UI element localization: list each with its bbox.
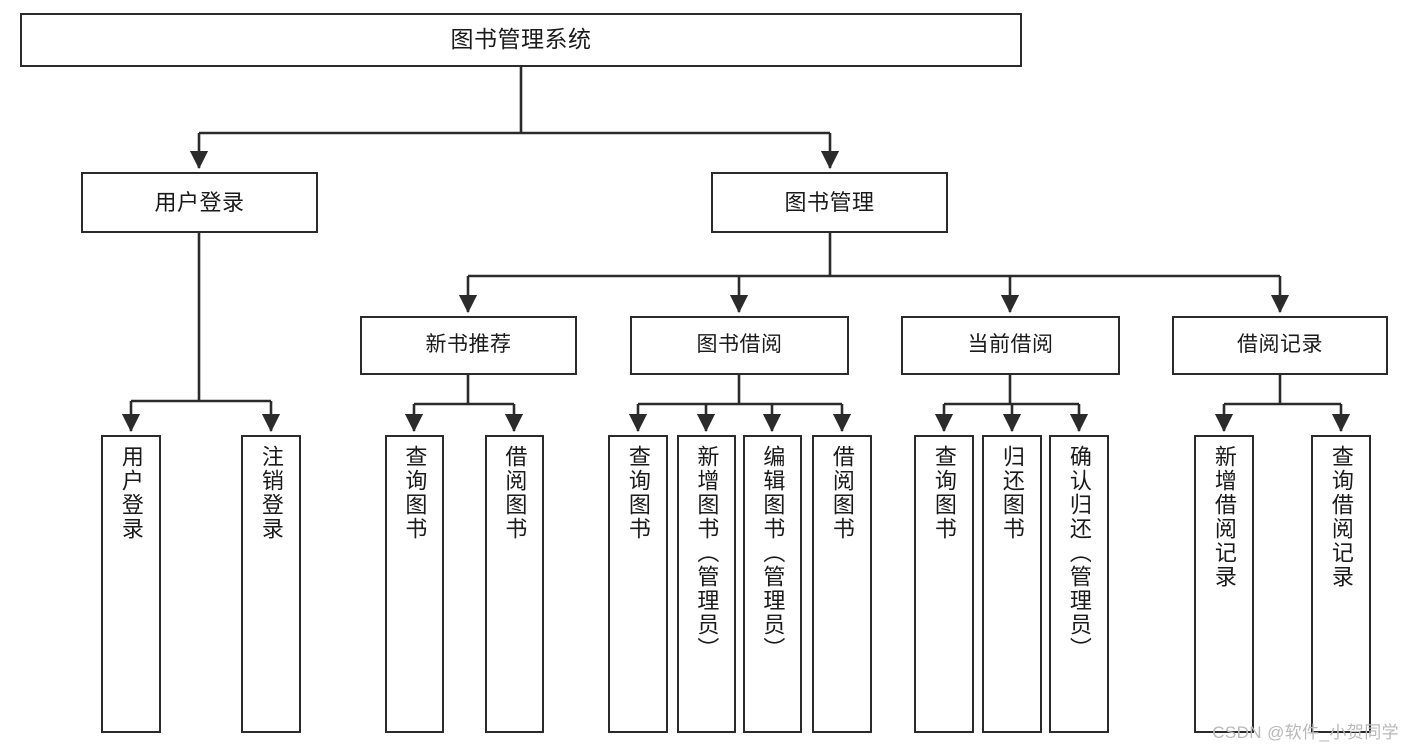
node-label: 用户登录 — [118, 445, 144, 541]
node-label: 查询借阅记录 — [1328, 445, 1354, 589]
watermark-text: CSDN @软件_小贺同学 — [1212, 723, 1399, 742]
node-label: 确认归还（管理员） — [1066, 445, 1092, 661]
node-label: 借阅图书 — [502, 445, 528, 541]
node-borrow-record[interactable]: 借阅记录 — [1172, 316, 1388, 375]
node-label: 当前借阅 — [967, 333, 1054, 357]
node-label: 用户登录 — [154, 189, 245, 215]
node-label: 新增图书（管理员） — [694, 445, 720, 661]
node-label: 借阅记录 — [1237, 333, 1323, 357]
leaf-query-borrow-record[interactable]: 查询借阅记录 — [1311, 435, 1371, 733]
node-label: 图书借阅 — [696, 333, 783, 357]
node-label: 注销登录 — [258, 445, 284, 541]
leaf-borrow-book-newbook[interactable]: 借阅图书 — [485, 435, 544, 733]
node-label: 新书推荐 — [425, 333, 512, 357]
node-current-borrow[interactable]: 当前借阅 — [901, 316, 1120, 375]
node-label: 查询图书 — [625, 445, 651, 541]
leaf-edit-book-admin[interactable]: 编辑图书（管理员） — [743, 435, 802, 733]
leaf-confirm-return-admin[interactable]: 确认归还（管理员） — [1049, 435, 1109, 733]
node-new-book-recommend[interactable]: 新书推荐 — [360, 316, 577, 375]
node-label: 归还图书 — [999, 445, 1025, 541]
node-label: 图书管理系统 — [450, 26, 592, 53]
node-label: 查询图书 — [402, 445, 428, 541]
leaf-return-book[interactable]: 归还图书 — [982, 435, 1042, 733]
node-label: 图书管理 — [784, 189, 875, 215]
node-root-system[interactable]: 图书管理系统 — [20, 13, 1022, 67]
leaf-logout[interactable]: 注销登录 — [241, 435, 301, 733]
leaf-query-book-newbook[interactable]: 查询图书 — [385, 435, 444, 733]
node-book-borrow[interactable]: 图书借阅 — [630, 316, 849, 375]
leaf-add-borrow-record[interactable]: 新增借阅记录 — [1194, 435, 1254, 733]
node-label: 查询图书 — [931, 445, 957, 541]
leaf-query-book-current[interactable]: 查询图书 — [914, 435, 974, 733]
node-label: 借阅图书 — [829, 445, 855, 541]
node-user-login[interactable]: 用户登录 — [81, 172, 318, 233]
leaf-borrow-book[interactable]: 借阅图书 — [812, 435, 872, 733]
leaf-user-login[interactable]: 用户登录 — [101, 435, 161, 733]
node-label: 编辑图书（管理员） — [760, 445, 786, 661]
leaf-add-book-admin[interactable]: 新增图书（管理员） — [677, 435, 736, 733]
node-book-management[interactable]: 图书管理 — [711, 172, 948, 233]
node-label: 新增借阅记录 — [1211, 445, 1237, 589]
leaf-query-book[interactable]: 查询图书 — [608, 435, 668, 733]
